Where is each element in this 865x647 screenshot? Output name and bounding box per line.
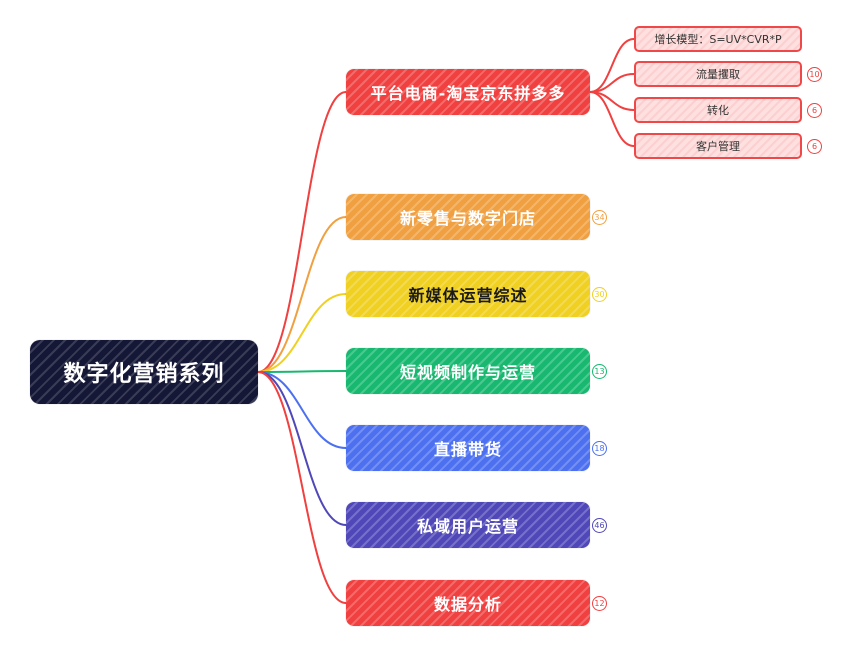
- subtopic-label: 流量攫取: [696, 68, 740, 81]
- branch-count-badge[interactable]: 13: [592, 364, 607, 379]
- branch-count-badge[interactable]: 30: [592, 287, 607, 302]
- branch-count-badge[interactable]: 34: [592, 210, 607, 225]
- branch-topic-platform-ecommerce[interactable]: 平台电商-淘宝京东拼多多: [346, 69, 590, 115]
- branch-label: 新媒体运营综述: [408, 286, 528, 305]
- branch-connector: [257, 371, 347, 449]
- subtopic-count-badge[interactable]: 6: [807, 139, 822, 154]
- branch-topic-live-commerce[interactable]: 直播带货: [346, 425, 590, 471]
- branch-connector: [257, 371, 347, 526]
- subtopic-count-badge[interactable]: 10: [807, 67, 822, 82]
- branch-topic-new-retail[interactable]: 新零售与数字门店: [346, 194, 590, 240]
- branch-label: 私域用户运营: [416, 517, 519, 536]
- branch-label: 直播带货: [433, 440, 502, 459]
- branch-connector: [257, 293, 347, 373]
- subtopic-count-badge[interactable]: 6: [807, 103, 822, 118]
- branch-connector: [257, 371, 347, 604]
- branch-topic-private-domain[interactable]: 私域用户运营: [346, 502, 590, 548]
- branch-connector: [257, 370, 347, 373]
- branch-connector: [257, 216, 347, 373]
- branch-count-badge[interactable]: 12: [592, 596, 607, 611]
- subtopic-label: 转化: [707, 104, 729, 117]
- root-topic-label: 数字化营销系列: [63, 362, 225, 387]
- subtopic-traffic-acquisition[interactable]: 流量攫取: [634, 61, 802, 87]
- subtopic-growth-model[interactable]: 增长模型：S=UV*CVR*P: [634, 26, 802, 52]
- branch-count-badge[interactable]: 18: [592, 441, 607, 456]
- subtopic-connector: [589, 91, 635, 147]
- branch-count-badge[interactable]: 46: [592, 518, 607, 533]
- branch-topic-data-analysis[interactable]: 数据分析: [346, 580, 590, 626]
- subtopic-label: 增长模型：S=UV*CVR*P: [654, 33, 782, 46]
- subtopic-customer-management[interactable]: 客户管理: [634, 133, 802, 159]
- subtopic-conversion[interactable]: 转化: [634, 97, 802, 123]
- branch-topic-short-video[interactable]: 短视频制作与运营: [346, 348, 590, 394]
- root-topic[interactable]: 数字化营销系列: [30, 340, 258, 404]
- branch-label: 新零售与数字门店: [399, 209, 536, 228]
- branch-topic-new-media[interactable]: 新媒体运营综述: [346, 271, 590, 317]
- subtopic-label: 客户管理: [696, 140, 740, 153]
- branch-connector: [257, 91, 347, 373]
- branch-label: 平台电商-淘宝京东拼多多: [370, 84, 566, 103]
- branch-label: 短视频制作与运营: [399, 363, 536, 382]
- branch-label: 数据分析: [433, 595, 502, 614]
